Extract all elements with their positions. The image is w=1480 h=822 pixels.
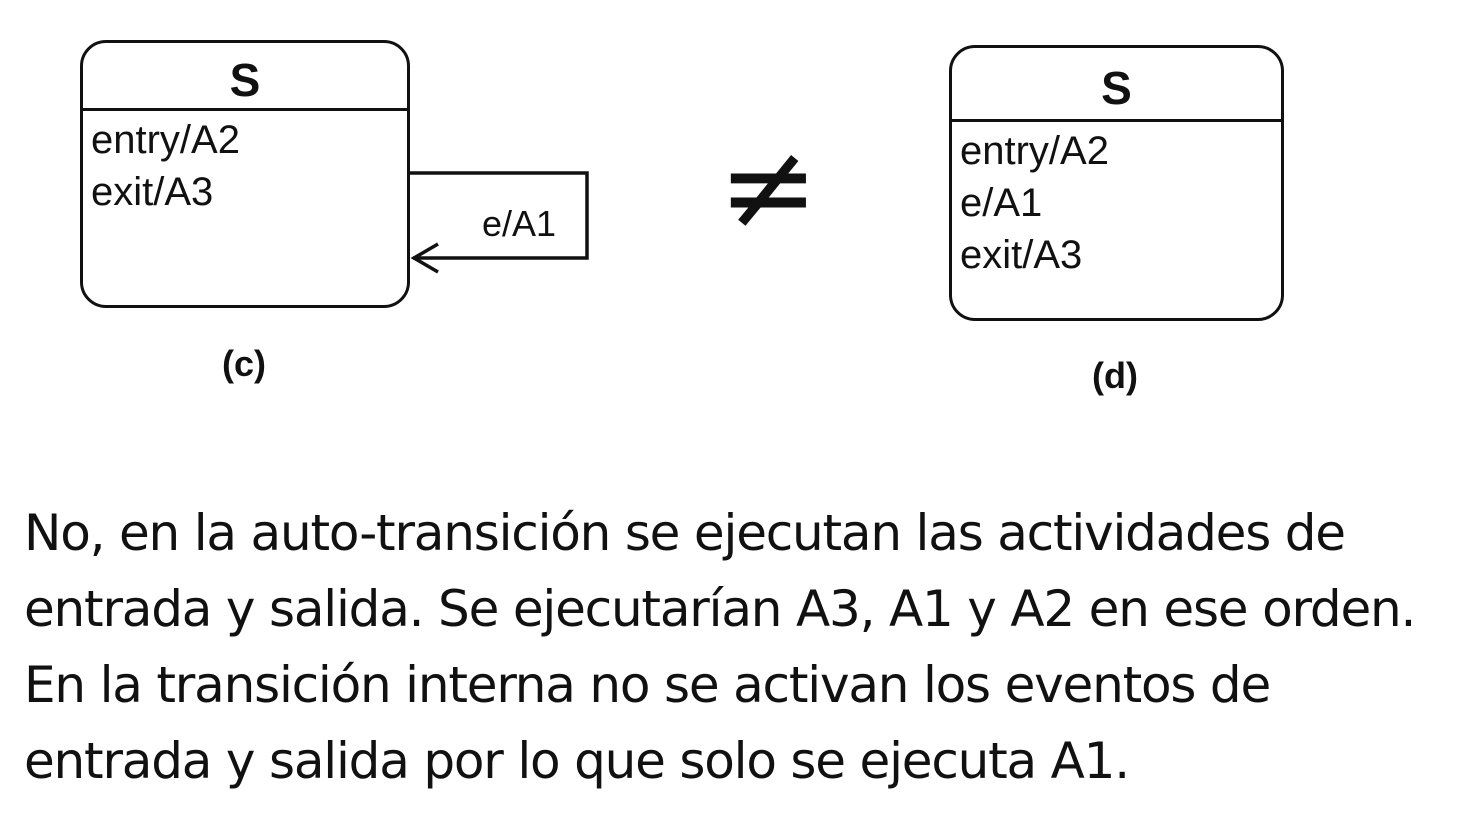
state-activities: entry/A2 exit/A3 <box>83 111 407 218</box>
activity-internal: e/A1 <box>960 181 1043 225</box>
state-name: S <box>952 48 1281 122</box>
not-equal-symbol: ≠ <box>718 118 819 257</box>
arrowhead <box>410 242 439 274</box>
state-activities: entry/A2 e/A1 exit/A3 <box>952 122 1281 281</box>
self-transition-label: e/A1 <box>482 203 557 244</box>
caption-d: (d) <box>1092 355 1138 396</box>
explanation-text: No, en la auto-transición se ejecutan la… <box>24 495 1474 799</box>
state-s-with-self-transition: S entry/A2 exit/A3 <box>80 40 410 308</box>
state-name: S <box>83 43 407 111</box>
activity-exit: exit/A3 <box>91 170 214 214</box>
explanation-line: No, en la auto-transición se ejecutan la… <box>24 504 1346 562</box>
self-transition-line <box>410 171 589 260</box>
state-s-with-internal-transition: S entry/A2 e/A1 exit/A3 <box>949 45 1284 321</box>
caption-c: (c) <box>222 343 266 384</box>
activity-exit: exit/A3 <box>960 233 1083 277</box>
activity-entry: entry/A2 <box>91 118 240 162</box>
explanation-line: entrada y salida por lo que solo se ejec… <box>24 732 1130 790</box>
explanation-line: En la transición interna no se activan l… <box>24 656 1271 714</box>
activity-entry: entry/A2 <box>960 129 1109 173</box>
explanation-line: entrada y salida. Se ejecutarían A3, A1 … <box>24 580 1416 638</box>
